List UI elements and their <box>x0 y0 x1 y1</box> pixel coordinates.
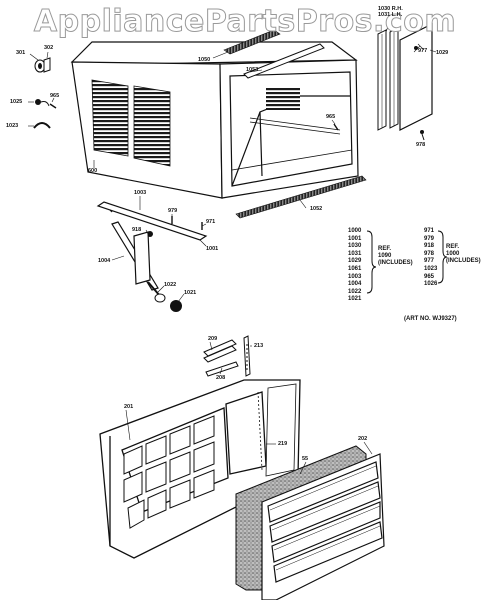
screw-965b <box>333 123 339 131</box>
callout-965-b: 965 <box>326 114 336 120</box>
gasket-strip-1052 <box>235 175 367 219</box>
callout-201: 201 <box>124 404 134 410</box>
callout-208: 208 <box>216 375 226 381</box>
callout-1001: 1001 <box>206 246 219 252</box>
callout-1021: 1021 <box>184 290 197 296</box>
ref-left-item: 1000 <box>348 228 362 234</box>
callout-202: 202 <box>358 436 368 442</box>
ref-list-left: 1000 1001 1030 1031 1029 1061 1003 1004 … <box>348 228 361 304</box>
callout-55: 55 <box>302 456 309 462</box>
bracket-302 <box>43 57 51 73</box>
frame-side-rail <box>257 383 297 477</box>
leader-lines-lower <box>125 341 373 475</box>
callout-1029: 1029 <box>436 50 449 56</box>
callout-1025: 1025 <box>10 99 23 105</box>
callout-1004: 1004 <box>98 258 111 264</box>
ref-left-item: 1061 <box>348 265 362 272</box>
ref-braces <box>366 230 448 294</box>
ref-right-item: 978 <box>424 250 435 257</box>
callout-965: 965 <box>50 93 60 99</box>
leader-lines-upper <box>28 17 437 303</box>
ref-right-ref: REF. <box>446 244 460 250</box>
art-number: (ART NO. WJ9327) <box>404 316 457 322</box>
ref-left-item: 1029 <box>348 258 362 265</box>
ref-left-item: 1021 <box>348 296 362 303</box>
callout-978: 978 <box>416 142 426 148</box>
ref-right-item: 977 <box>424 258 435 265</box>
side-curtain-1030 <box>377 27 399 131</box>
frame-grid <box>123 415 215 529</box>
ref-right-item: 918 <box>424 243 435 250</box>
cabinet-louvers <box>91 79 171 167</box>
ref-left-includes: (INCLUDES) <box>378 260 413 266</box>
ref-left-item: 1031 <box>348 250 362 257</box>
callout-219: 219 <box>278 441 288 447</box>
ref-right-note: REF. 1000 (INCLUDES) <box>446 244 481 265</box>
ref-left-item: 1022 <box>348 288 362 295</box>
ref-left-item: 1030 <box>348 243 362 250</box>
side-panel-1029 <box>399 23 433 131</box>
grille-202 <box>261 453 385 600</box>
support-rail-1003 <box>96 201 208 241</box>
callout-301: 301 <box>16 50 26 56</box>
ref-right-item: 1023 <box>424 265 438 272</box>
callout-209: 209 <box>208 336 218 342</box>
callout-1003: 1003 <box>134 190 147 196</box>
nut-1021 <box>170 300 182 312</box>
site-watermark: AppliancePartsPros.com <box>33 4 457 40</box>
ref-right-code: 1000 <box>446 251 460 257</box>
gasket-strip-1050 <box>223 29 281 55</box>
callout-1052: 1052 <box>310 206 323 212</box>
clip-208 <box>205 361 239 377</box>
rail-1053 <box>243 43 325 79</box>
callout-213: 213 <box>254 343 264 349</box>
ref-right-item: 979 <box>424 235 435 242</box>
ref-left-note: REF. 1090 (INCLUDES) <box>378 246 413 267</box>
callout-1031: 1031 L.H. <box>378 12 403 18</box>
ref-left-item: 1004 <box>348 281 362 288</box>
screw-978 <box>420 130 425 141</box>
callout-977: 977 <box>418 48 428 54</box>
clip-209 <box>203 339 237 363</box>
callout-1053: 1053 <box>246 67 259 73</box>
callout-1030: 1030 R.H. <box>378 6 403 12</box>
callout-302: 302 <box>44 45 54 51</box>
clip-1025 <box>35 99 50 107</box>
callout-1050: 1050 <box>198 57 211 63</box>
callout-971: 971 <box>206 219 216 225</box>
ref-right-item: 1026 <box>424 281 438 288</box>
ref-right-item: 971 <box>424 228 435 234</box>
ref-left-item: 1003 <box>348 273 362 280</box>
callout-600: 600 <box>88 168 98 174</box>
bolt-1022 <box>147 281 166 303</box>
callout-979: 979 <box>168 208 178 214</box>
ref-right-includes: (INCLUDES) <box>446 258 481 264</box>
ref-left-ref: REF. <box>378 246 392 252</box>
screw-965 <box>49 103 57 109</box>
callout-1023: 1023 <box>6 123 19 129</box>
ref-left-code: 1090 <box>378 253 392 259</box>
ref-list-right: 971 979 918 978 977 1023 965 1026 <box>424 228 437 289</box>
bracket-1004 <box>111 221 159 291</box>
ref-left-item: 1001 <box>348 235 362 242</box>
ref-right-item: 965 <box>424 273 435 280</box>
bracket-213 <box>243 335 251 377</box>
callout-918: 918 <box>132 227 142 233</box>
callout-1022: 1022 <box>164 282 177 288</box>
clip-1023 <box>33 122 51 129</box>
